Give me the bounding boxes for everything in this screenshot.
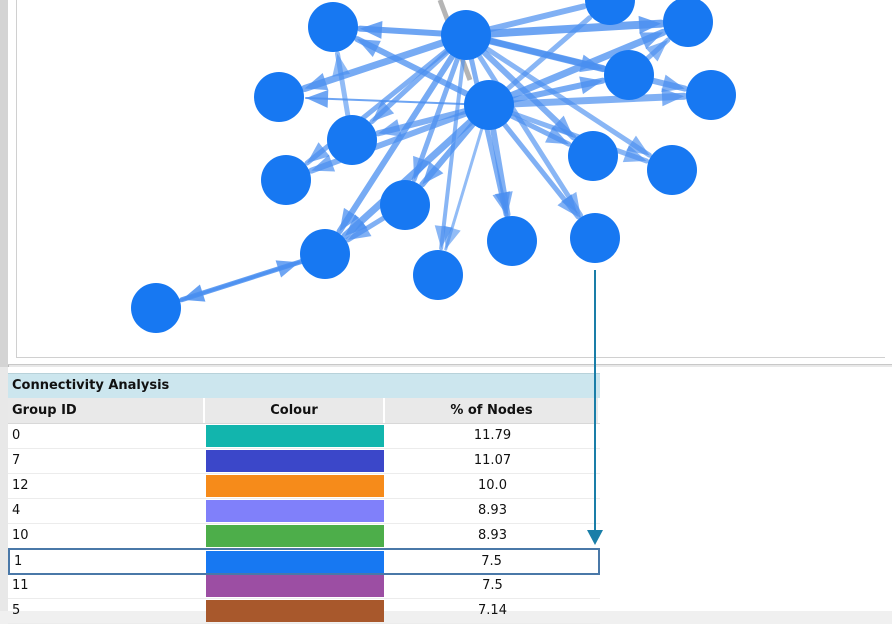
table-panel: Connectivity Analysis Group ID Colour % … (0, 367, 892, 624)
pct-nodes-cell: 7.5 (481, 554, 502, 569)
graph-node[interactable] (308, 2, 358, 52)
group-id-cell: 5 (12, 603, 21, 618)
group-id-cell: 11 (12, 578, 29, 593)
column-header-colour[interactable]: Colour (205, 398, 385, 423)
column-header-group-id[interactable]: Group ID (8, 398, 205, 423)
colour-cell (205, 574, 385, 598)
colour-swatch (206, 475, 384, 497)
colour-swatch (206, 500, 384, 522)
colour-cell (205, 449, 385, 473)
graph-node[interactable] (254, 72, 304, 122)
colour-cell (205, 550, 385, 573)
pct-nodes-cell: 10.0 (478, 478, 507, 493)
colour-cell (205, 599, 385, 623)
graph-node[interactable] (464, 80, 514, 130)
connectivity-table: Connectivity Analysis Group ID Colour % … (8, 373, 600, 624)
colour-swatch (206, 525, 384, 547)
table-row[interactable]: 12 10.0 (8, 474, 600, 499)
colour-cell (205, 524, 385, 548)
colour-swatch (206, 450, 384, 472)
group-id-cell: 4 (12, 503, 21, 518)
pct-nodes-cell: 7.5 (482, 578, 503, 593)
graph-node[interactable] (441, 10, 491, 60)
group-id-cell: 7 (12, 453, 21, 468)
column-header-pct-nodes[interactable]: % of Nodes (385, 398, 600, 423)
pct-nodes-cell: 8.93 (478, 503, 507, 518)
colour-swatch (206, 600, 384, 622)
table-header: Group ID Colour % of Nodes (8, 398, 600, 424)
table-title: Connectivity Analysis (8, 373, 600, 398)
pct-nodes-cell: 11.07 (473, 453, 512, 468)
graph-node[interactable] (585, 0, 635, 25)
graph-node[interactable] (663, 0, 713, 47)
pct-nodes-cell: 11.79 (473, 428, 512, 443)
graph-node[interactable] (327, 115, 377, 165)
graph-node[interactable] (261, 155, 311, 205)
graph-node[interactable] (568, 131, 618, 181)
group-id-cell: 10 (12, 528, 29, 543)
colour-swatch (206, 551, 385, 573)
graph-node[interactable] (413, 250, 463, 300)
group-id-cell: 1 (14, 554, 23, 569)
pct-nodes-cell: 8.93 (478, 528, 507, 543)
graph-nodes (131, 0, 736, 333)
colour-cell (205, 424, 385, 448)
graph-node[interactable] (686, 70, 736, 120)
pct-nodes-cell: 7.14 (478, 603, 507, 618)
graph-node[interactable] (487, 216, 537, 266)
colour-cell (205, 474, 385, 498)
colour-swatch (206, 575, 384, 597)
colour-cell (205, 499, 385, 523)
graph-node[interactable] (131, 283, 181, 333)
graph-canvas-border (16, 0, 885, 358)
graph-node[interactable] (300, 229, 350, 279)
graph-node[interactable] (380, 180, 430, 230)
graph-node[interactable] (570, 213, 620, 263)
colour-swatch (206, 425, 384, 447)
group-id-cell: 0 (12, 428, 21, 443)
table-left-strip (0, 367, 8, 611)
graph-node[interactable] (604, 50, 654, 100)
graph-node[interactable] (647, 145, 697, 195)
group-id-cell: 12 (12, 478, 29, 493)
